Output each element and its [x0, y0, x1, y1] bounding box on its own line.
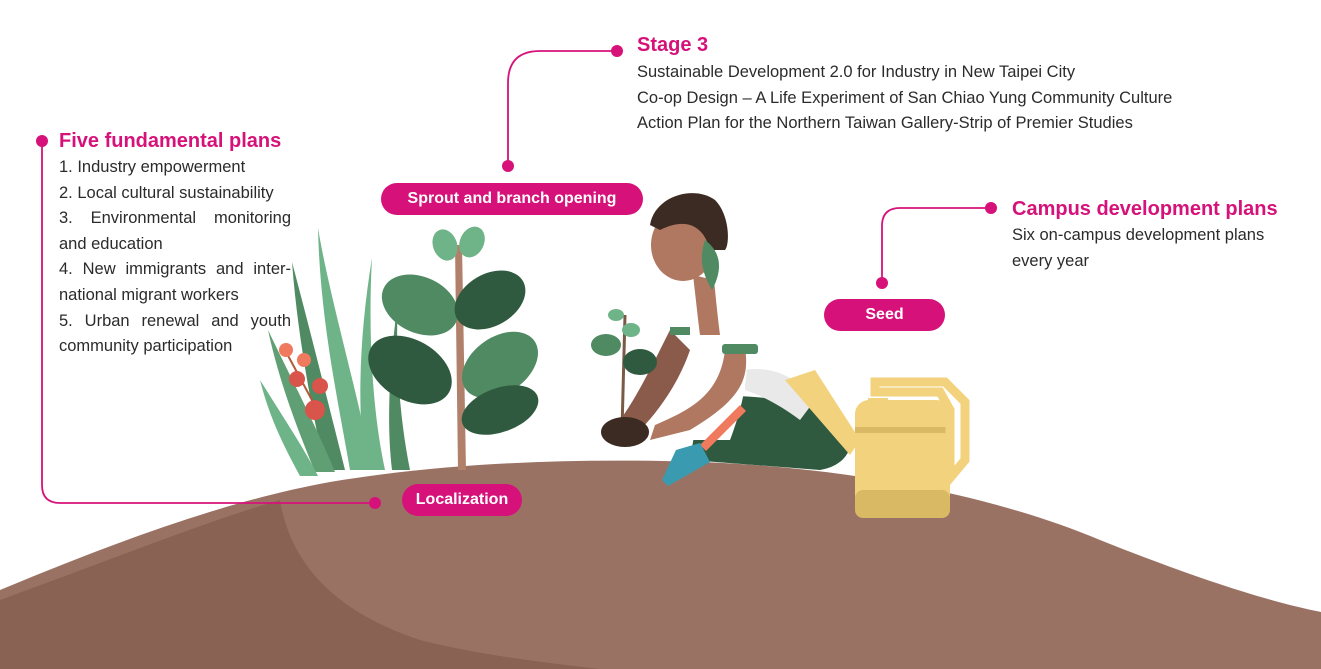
stage3-list: Sustainable Development 2.0 for Industry… — [637, 60, 1237, 137]
campus-title: Campus development plans — [1012, 198, 1278, 220]
fundamental-title: Five fundamental plans — [59, 130, 282, 152]
list-item: Action Plan for the Northern Taiwan Gall… — [637, 114, 1133, 133]
seed-label: Seed — [824, 299, 945, 331]
fundamental-list: 1. Industry empowerment 2. Local cultura… — [59, 155, 291, 360]
sprout-label: Sprout and branch opening — [381, 183, 643, 215]
list-item: 2. Local cultural sustainability — [59, 183, 274, 202]
connectors — [41, 50, 990, 504]
connector-stage3 — [507, 50, 617, 165]
campus-description: Six on-campus development plans every ye… — [1012, 226, 1265, 270]
big-plant — [368, 226, 539, 470]
list-item: 3. Environmental monitoring and educatio… — [59, 209, 291, 253]
list-item: Co-op Design – A Life Experiment of San … — [637, 88, 1173, 107]
connector-fundamental — [41, 141, 375, 504]
berries — [279, 343, 328, 420]
soil-shadow — [0, 500, 600, 669]
connector-dots — [36, 45, 997, 509]
list-item: Sustainable Development 2.0 for Industry… — [637, 63, 1076, 81]
person-planting — [591, 193, 851, 486]
connector-campus — [881, 207, 990, 282]
stage3-title: Stage 3 — [637, 34, 709, 56]
list-item: 4. New immigrants and inter­national mig… — [59, 260, 291, 304]
localization-label: Localization — [402, 484, 522, 516]
list-item: 1. Industry empowerment — [59, 158, 246, 176]
list-item: 5. Urban renewal and youth community par… — [59, 311, 291, 356]
watering-can — [785, 370, 970, 518]
